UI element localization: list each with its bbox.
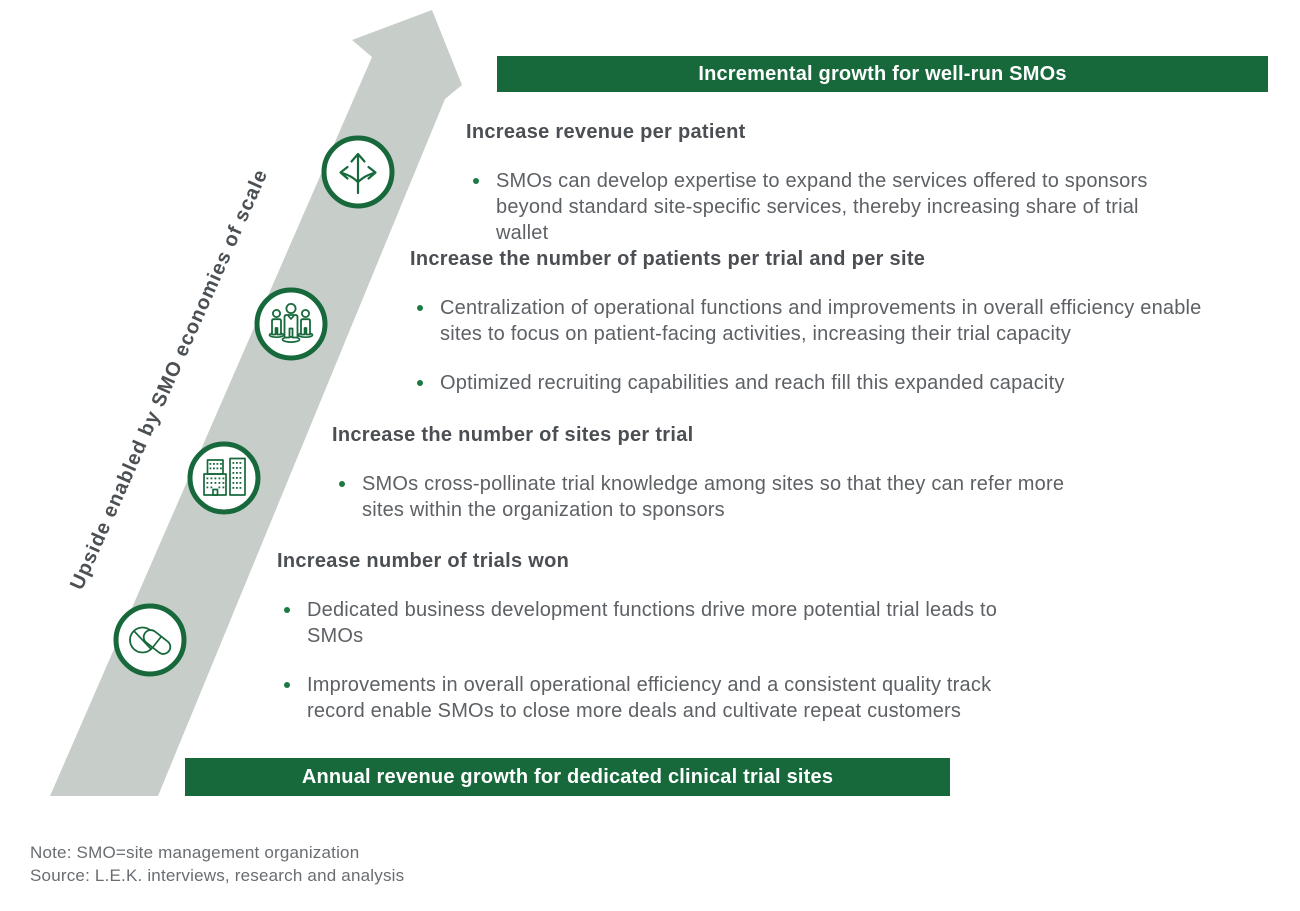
three-way-arrows-icon — [321, 135, 395, 209]
bullet-text: Optimized recruiting capabilities and re… — [440, 372, 1065, 394]
section-heading: Increase number of trials won — [277, 550, 570, 572]
bullet-dot — [417, 380, 423, 386]
top-banner: Incremental growth for well-run SMOs — [497, 56, 1268, 92]
section-increase-sites-per-trial: Increase the number of sites per trial S… — [332, 424, 1082, 523]
bullet-item: Centralization of operational functions … — [410, 295, 1240, 347]
bullet-item: Optimized recruiting capabilities and re… — [410, 370, 1240, 396]
footnotes: Note: SMO=site management organization S… — [30, 841, 404, 887]
bullet-dot — [339, 481, 345, 487]
note-text: Note: SMO=site management organization — [30, 843, 360, 862]
section-heading: Increase revenue per patient — [466, 121, 746, 143]
people-icon — [254, 287, 328, 361]
bullet-dot — [473, 178, 479, 184]
section-increase-trials-won: Increase number of trials won Dedicated … — [277, 550, 1052, 724]
bullet-dot — [284, 607, 290, 613]
bullet-item: Dedicated business development functions… — [277, 597, 1052, 649]
bullet-item: SMOs cross-pollinate trial knowledge amo… — [332, 471, 1082, 523]
section-increase-revenue-per-patient: Increase revenue per patient SMOs can de… — [466, 121, 1196, 246]
source-text: Source: L.E.K. interviews, research and … — [30, 866, 405, 885]
bullet-item: Improvements in overall operational effi… — [277, 672, 1052, 724]
bullet-text: Improvements in overall operational effi… — [307, 674, 992, 722]
bullet-text: SMOs cross-pollinate trial knowledge amo… — [362, 473, 1065, 521]
bullet-dot — [417, 305, 423, 311]
section-heading: Increase the number of sites per trial — [332, 424, 694, 446]
bullet-text: Dedicated business development functions… — [307, 599, 998, 647]
bullet-dot — [284, 682, 290, 688]
bullet-text: SMOs can develop expertise to expand the… — [496, 170, 1148, 244]
buildings-icon — [187, 441, 261, 515]
building-windows — [206, 462, 242, 489]
section-heading: Increase the number of patients per tria… — [410, 248, 926, 270]
bullet-item: SMOs can develop expertise to expand the… — [466, 168, 1196, 246]
bottom-banner: Annual revenue growth for dedicated clin… — [185, 758, 950, 796]
pills-icon — [113, 603, 187, 677]
bullet-text: Centralization of operational functions … — [440, 297, 1202, 345]
section-increase-patients-per-trial: Increase the number of patients per tria… — [410, 248, 1240, 396]
